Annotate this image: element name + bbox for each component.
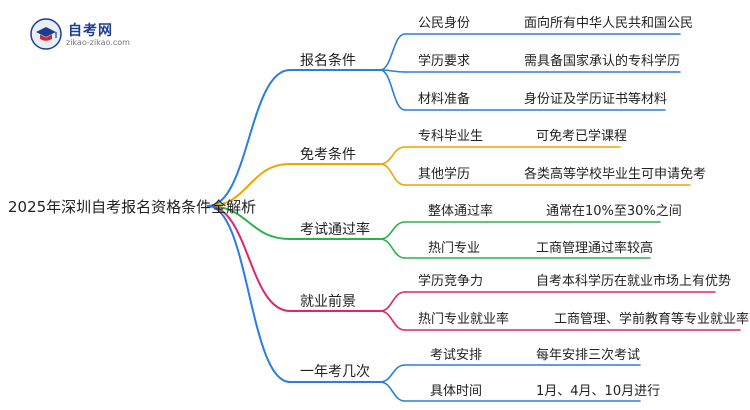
graduation-cap-icon <box>30 18 62 50</box>
leaf-value: 身份证及学历证书等材料 <box>524 92 668 107</box>
leaf-key: 考试安排 <box>430 348 483 363</box>
branch-pass-rate: 考试通过率 <box>300 222 370 238</box>
branch-connector <box>207 205 291 383</box>
branch-exams-per-year: 一年考几次 <box>300 364 370 380</box>
leaf-value: 通常在10%至30%之间 <box>546 204 682 219</box>
leaf-key: 热门专业就业率 <box>418 312 510 327</box>
branch-exemption-conditions: 免考条件 <box>300 147 356 163</box>
branch-employment-prospects: 就业前景 <box>300 294 356 310</box>
leaf-connector <box>379 310 406 331</box>
leaf-value: 1月、4月、10月进行 <box>536 384 661 399</box>
leaf-value: 每年安排三次考试 <box>536 348 641 363</box>
leaf-value: 工商管理通过率较高 <box>536 241 654 256</box>
leaf-connector <box>379 381 406 402</box>
leaf-value: 各类高等学校毕业生可申请免考 <box>524 167 707 182</box>
leaf-key: 材料准备 <box>418 92 471 107</box>
leaf-connector <box>379 221 406 240</box>
leaf-connector <box>379 163 406 186</box>
branch-connector <box>207 205 291 240</box>
branch-connector <box>207 205 291 312</box>
branch-connector <box>207 163 291 207</box>
leaf-key: 具体时间 <box>430 384 483 399</box>
branch-registration-conditions: 报名条件 <box>300 53 356 69</box>
leaf-value: 工商管理、学前教育等专业就业率高 <box>554 312 750 327</box>
leaf-value: 面向所有中华人民共和国公民 <box>524 16 694 31</box>
leaf-key: 其他学历 <box>418 167 471 182</box>
logo-domain: zikao-zikao.com <box>66 38 130 47</box>
leaf-connector <box>379 146 406 165</box>
leaf-key: 整体通过率 <box>428 204 494 219</box>
leaf-key: 公民身份 <box>418 16 471 31</box>
leaf-value: 自考本科学历在就业市场上有优势 <box>536 274 732 289</box>
leaf-key: 热门专业 <box>428 241 481 256</box>
leaf-key: 专科毕业生 <box>418 129 484 144</box>
branch-connector <box>207 69 291 207</box>
mindmap-root-topic: 2025年深圳自考报名资格条件全解析 <box>8 198 257 216</box>
leaf-connector <box>379 69 406 111</box>
leaf-value: 可免考已学课程 <box>536 129 628 144</box>
logo-name: 自考网 <box>68 23 113 39</box>
leaf-key: 学历竞争力 <box>418 274 484 289</box>
site-logo: 自考网 zikao-zikao.com <box>30 18 150 52</box>
leaf-connector <box>379 238 406 259</box>
leaf-connector <box>379 291 406 312</box>
leaf-connector <box>379 33 406 71</box>
leaf-key: 学历要求 <box>418 54 471 69</box>
leaf-value: 需具备国家承认的专科学历 <box>524 54 681 69</box>
leaf-connector <box>379 364 406 383</box>
